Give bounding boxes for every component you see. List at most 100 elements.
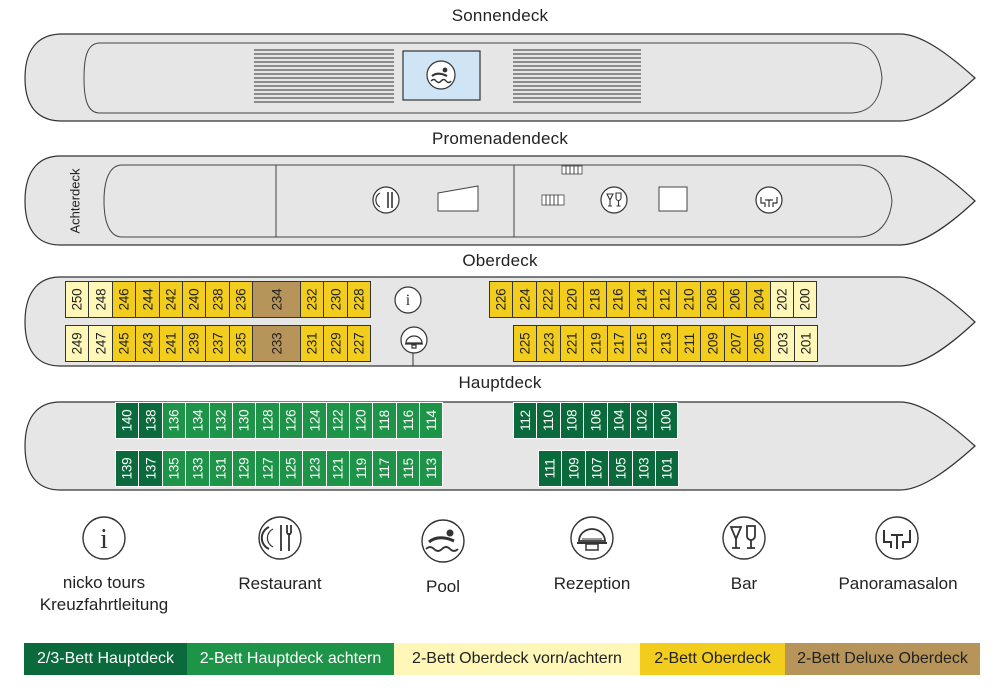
cabin-124[interactable]: 124 [302,402,327,439]
cabin-219[interactable]: 219 [583,325,608,362]
cabin-110[interactable]: 110 [536,402,561,439]
cabin-236[interactable]: 236 [228,281,254,318]
cabin-218[interactable]: 218 [582,281,607,318]
cabin-136[interactable]: 136 [161,402,187,439]
cabin-108[interactable]: 108 [559,402,585,439]
cabin-249[interactable]: 249 [65,325,90,362]
cabin-228[interactable]: 228 [346,281,372,318]
cabin-106[interactable]: 106 [583,402,608,439]
promenadendeck-hull: Achterdeck [24,155,976,246]
cabin-215[interactable]: 215 [629,325,655,362]
cabin-number: 129 [236,457,252,480]
cabin-139[interactable]: 139 [115,450,140,487]
cabin-114[interactable]: 114 [419,402,444,439]
cabin-number: 136 [166,409,182,432]
cabin-134[interactable]: 134 [185,402,210,439]
cabin-129[interactable]: 129 [231,450,257,487]
cabin-201[interactable]: 201 [793,325,819,362]
cabin-128[interactable]: 128 [255,402,280,439]
cabin-122[interactable]: 122 [325,402,350,439]
cabin-138[interactable]: 138 [138,402,163,439]
cabin-104[interactable]: 104 [606,402,631,439]
cabin-112[interactable]: 112 [513,402,538,439]
cabin-204[interactable]: 204 [746,281,771,318]
cabin-206[interactable]: 206 [722,281,748,318]
cabin-244[interactable]: 244 [135,281,160,318]
cabin-246[interactable]: 246 [111,281,137,318]
cabin-109[interactable]: 109 [561,450,586,487]
cabin-135[interactable]: 135 [161,450,187,487]
cabin-115[interactable]: 115 [395,450,421,487]
cabin-120[interactable]: 120 [348,402,374,439]
cabin-229[interactable]: 229 [323,325,348,362]
cabin-105[interactable]: 105 [608,450,633,487]
cabin-225[interactable]: 225 [513,325,538,362]
cabin-248[interactable]: 248 [88,281,113,318]
cabin-239[interactable]: 239 [181,325,207,362]
cabin-250[interactable]: 250 [65,281,90,318]
cabin-234[interactable]: 234 [252,281,301,318]
cabin-116[interactable]: 116 [395,402,421,439]
cabin-number: 124 [306,409,322,432]
cabin-210[interactable]: 210 [676,281,701,318]
cabin-125[interactable]: 125 [278,450,304,487]
cabin-220[interactable]: 220 [559,281,584,318]
cabin-number: 108 [564,409,580,432]
cabin-202[interactable]: 202 [769,281,795,318]
cabin-117[interactable]: 117 [372,450,397,487]
cabin-126[interactable]: 126 [278,402,304,439]
cabin-100[interactable]: 100 [653,402,678,439]
cabin-number: 203 [774,332,790,355]
cabin-113[interactable]: 113 [419,450,444,487]
cabin-212[interactable]: 212 [652,281,678,318]
cabin-226[interactable]: 226 [489,281,514,318]
cabin-107[interactable]: 107 [584,450,610,487]
cabin-203[interactable]: 203 [770,325,795,362]
cabin-243[interactable]: 243 [135,325,160,362]
cabin-245[interactable]: 245 [111,325,137,362]
cabin-240[interactable]: 240 [181,281,207,318]
cabin-121[interactable]: 121 [325,450,350,487]
cabin-207[interactable]: 207 [723,325,748,362]
cabin-217[interactable]: 217 [606,325,631,362]
cabin-241[interactable]: 241 [158,325,183,362]
cabin-200[interactable]: 200 [793,281,818,318]
cabin-211[interactable]: 211 [676,325,702,362]
cabin-137[interactable]: 137 [138,450,163,487]
cabin-238[interactable]: 238 [205,281,230,318]
cabin-102[interactable]: 102 [629,402,655,439]
cabin-224[interactable]: 224 [512,281,537,318]
cabin-227[interactable]: 227 [346,325,372,362]
cabin-119[interactable]: 119 [348,450,374,487]
cabin-222[interactable]: 222 [535,281,561,318]
cabin-127[interactable]: 127 [255,450,280,487]
cabin-221[interactable]: 221 [559,325,585,362]
cabin-209[interactable]: 209 [700,325,725,362]
cabin-237[interactable]: 237 [205,325,230,362]
cabin-111[interactable]: 111 [538,450,563,487]
cabin-231[interactable]: 231 [299,325,325,362]
cabin-130[interactable]: 130 [231,402,257,439]
cabin-208[interactable]: 208 [699,281,724,318]
cabin-118[interactable]: 118 [372,402,397,439]
cabin-247[interactable]: 247 [88,325,113,362]
cabin-223[interactable]: 223 [536,325,561,362]
cabin-number: 221 [564,332,580,355]
cabin-101[interactable]: 101 [654,450,680,487]
cabin-230[interactable]: 230 [323,281,348,318]
cabin-131[interactable]: 131 [208,450,233,487]
cabin-242[interactable]: 242 [158,281,183,318]
cabin-133[interactable]: 133 [185,450,210,487]
cabin-214[interactable]: 214 [629,281,654,318]
cabin-213[interactable]: 213 [653,325,678,362]
cabin-235[interactable]: 235 [228,325,254,362]
cabin-216[interactable]: 216 [605,281,631,318]
cabin-140[interactable]: 140 [115,402,140,439]
cabin-103[interactable]: 103 [631,450,656,487]
cabin-205[interactable]: 205 [746,325,772,362]
cabin-232[interactable]: 232 [299,281,325,318]
cabin-132[interactable]: 132 [208,402,233,439]
cabin-123[interactable]: 123 [302,450,327,487]
cabin-233[interactable]: 233 [252,325,301,362]
